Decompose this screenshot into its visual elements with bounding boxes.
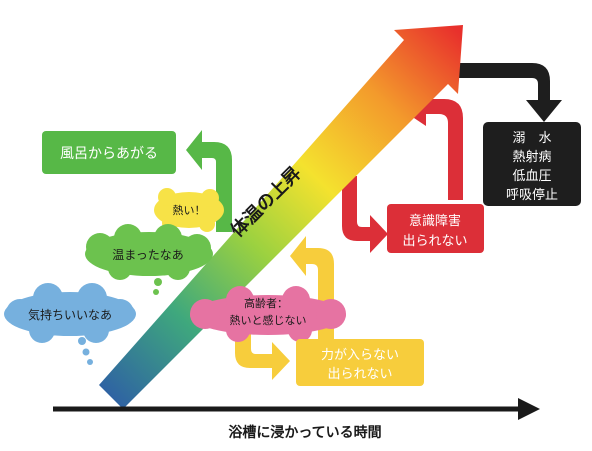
feeling-hot-bubble: 熱い！ [154, 188, 224, 246]
exit-bath-box: 風呂からあがる [42, 131, 176, 174]
feeling-good-text: 気持ちいいなあ [28, 307, 112, 322]
time-axis: 浴槽に浸かっている時間 [53, 398, 540, 441]
exit-bath-label: 風呂からあがる [60, 146, 158, 162]
weakness-line1: 力が入らない [321, 348, 399, 363]
black-danger-arrow [458, 63, 562, 122]
elderly-line1: 高齢者： [244, 296, 288, 310]
yellow-loop-arrow [235, 325, 290, 380]
danger-box: 溺 水 熱射病 低血圧 呼吸停止 [483, 122, 581, 206]
weakness-line2: 出られない [327, 367, 392, 382]
elderly-bubble: 高齢者： 熱いと感じない [190, 286, 346, 342]
red-up-arrow [402, 94, 463, 200]
consciousness-box: 意識障害 出られない [387, 204, 484, 253]
danger-line-3: 低血圧 [512, 169, 551, 184]
feeling-hot-text: 熱い！ [173, 204, 206, 217]
elderly-line2: 熱いと感じない [230, 314, 307, 327]
red-down-arrow [342, 176, 388, 253]
feeling-good-bubble: 気持ちいいなあ [4, 283, 136, 365]
danger-line-1: 溺 水 [512, 131, 551, 146]
danger-line-4: 呼吸停止 [506, 187, 558, 203]
consciousness-line2: 出られない [402, 234, 467, 249]
feeling-warm-text: 温まったなあ [112, 248, 184, 262]
time-axis-label: 浴槽に浸かっている時間 [228, 424, 381, 441]
weakness-box: 力が入らない 出られない [296, 339, 424, 386]
consciousness-line1: 意識障害 [409, 213, 461, 229]
feeling-warm-bubble: 温まったなあ [85, 224, 213, 295]
danger-line-2: 熱射病 [512, 149, 551, 165]
